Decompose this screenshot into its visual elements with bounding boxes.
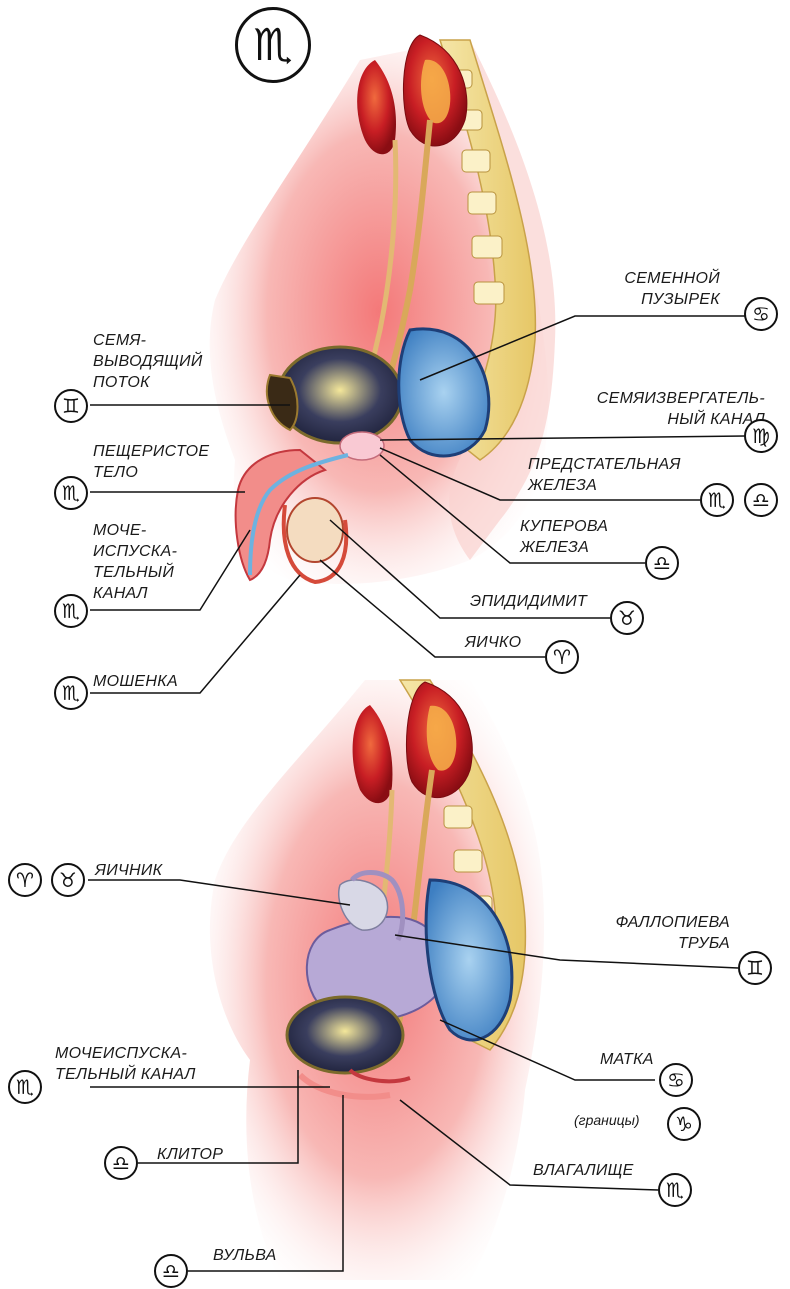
virgo-icon: ♍	[744, 419, 778, 453]
label-epididymis: ЭПИДИДИМИТ	[470, 593, 588, 610]
label-ejaculatory-duct: СЕМЯИЗВЕРГАТЕЛЬ- НЫЙ КАНАЛ	[596, 390, 765, 428]
label-ovary: ЯИЧНИК	[95, 862, 163, 879]
aries-icon: ♈	[8, 863, 42, 897]
label-uterus: МАТКА	[600, 1051, 654, 1068]
label-testis: ЯИЧКО	[465, 634, 522, 651]
male-kidney-left	[357, 60, 396, 155]
cancer-icon: ♋	[744, 297, 778, 331]
female-kidney-left	[352, 705, 393, 804]
male-kidney-inner	[420, 59, 451, 124]
female-vulva	[297, 1072, 391, 1100]
scorpio-icon: ♏	[8, 1070, 42, 1104]
aries-icon: ♈	[545, 640, 579, 674]
label-vagina: ВЛАГАЛИЩЕ	[533, 1162, 634, 1179]
male-urethra-tube	[248, 453, 349, 576]
label-fallopian-tube: ФАЛЛОПИЕВА ТРУБА	[615, 914, 730, 952]
female-vagina	[348, 1068, 411, 1084]
label-male-urethra: МОЧЕ- ИСПУСКА- ТЕЛЬНЫЙ КАНАЛ	[93, 522, 178, 602]
male-prostate-gland	[339, 431, 385, 461]
female-ovary	[338, 879, 389, 931]
label-vulva: ВУЛЬВА	[213, 1247, 277, 1264]
male-scrotum	[281, 504, 349, 585]
scorpio-title-icon: ♏	[235, 7, 311, 83]
label-prostate: ПРЕДСТАТЕЛЬНАЯ ЖЕЛЕЗА	[528, 456, 681, 494]
male-body-illustration	[209, 34, 556, 585]
scorpio-icon: ♏	[700, 483, 734, 517]
female-kidney-inner	[426, 705, 457, 771]
gemini-icon: ♊	[738, 951, 772, 985]
label-vas-deferens: СЕМЯ- ВЫВОДЯЩИЙ ПОТОК	[93, 332, 203, 391]
libra-icon: ♎	[645, 546, 679, 580]
taurus-icon: ♉	[610, 601, 644, 635]
scorpio-icon: ♏	[54, 476, 88, 510]
libra-icon: ♎	[104, 1146, 138, 1180]
female-body-illustration	[209, 679, 545, 1280]
male-ureter	[385, 119, 433, 381]
libra-icon: ♎	[154, 1254, 188, 1288]
scorpio-icon: ♏	[54, 676, 88, 710]
female-fallopian-tube	[350, 870, 406, 942]
capricorn-icon: ♑	[667, 1107, 701, 1141]
label-cowper-gland: КУПЕРОВА ЖЕЛЕЗА	[520, 518, 609, 556]
label-seminal-vesicle: СЕМЕННОЙ ПУЗЫРЕК	[624, 270, 720, 308]
scorpio-icon: ♏	[54, 594, 88, 628]
scorpio-icon: ♏	[658, 1173, 692, 1207]
male-penis	[234, 448, 328, 582]
taurus-icon: ♉	[51, 863, 85, 897]
female-rectum	[424, 878, 514, 1042]
female-bladder	[285, 995, 405, 1075]
label-borders: (границы)	[574, 1112, 640, 1128]
cancer-icon: ♋	[659, 1063, 693, 1097]
male-pubic-bone	[265, 373, 299, 432]
leader-lines	[88, 315, 746, 1272]
label-scrotum: МОШЕНКА	[93, 673, 178, 690]
libra-icon: ♎	[744, 483, 778, 517]
male-testis	[286, 497, 344, 563]
label-clitoris: КЛИТОР	[157, 1146, 224, 1163]
gemini-icon: ♊	[54, 389, 88, 423]
label-corpus-cavernosum: ПЕЩЕРИСТОЕ ТЕЛО	[93, 443, 210, 481]
label-female-urethra: МОЧЕИСПУСКА- ТЕЛЬНЫЙ КАНАЛ	[55, 1045, 196, 1083]
